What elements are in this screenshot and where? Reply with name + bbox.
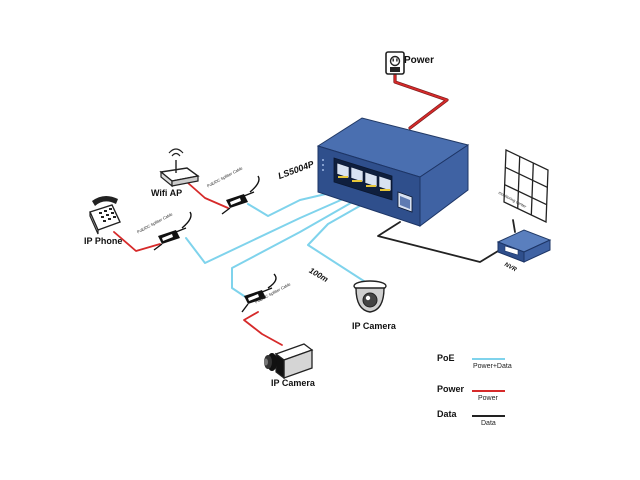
- monitor-wall: [503, 148, 549, 224]
- legend-data-sub: Data: [481, 420, 496, 427]
- legend-data-name: Data: [437, 409, 457, 419]
- splitter-box-camera: [241, 273, 277, 313]
- dome-camera-label: IP Camera: [352, 321, 396, 331]
- splitter-phone: [153, 211, 192, 251]
- power-cable-box-camera: [243, 311, 283, 346]
- legend-poe-sub: Power+Data: [473, 363, 512, 370]
- wifi-ap: [159, 148, 200, 188]
- power-outlet: [385, 51, 405, 75]
- data-cable-monitor: [512, 219, 516, 233]
- legend-lines: [472, 358, 505, 417]
- poe-cable-wifi: [247, 189, 344, 217]
- box-camera-label: IP Camera: [271, 378, 315, 388]
- ip-phone: [89, 195, 121, 235]
- legend-poe-name: PoE: [437, 353, 455, 363]
- poe-cable-phone: [185, 195, 351, 264]
- poe-switch: [316, 117, 470, 227]
- power-label: Power: [404, 55, 435, 66]
- legend-power-sub: Power: [478, 395, 498, 402]
- power-cable-wifi: [187, 182, 229, 209]
- cables: [113, 70, 516, 346]
- power-cable-phone: [113, 231, 161, 252]
- poe-cable-dome-camera: [307, 202, 371, 286]
- legend-power-name: Power: [437, 384, 465, 394]
- data-cable-nvr: [377, 221, 504, 263]
- splitter-wifi: [221, 175, 260, 215]
- wifi-ap-label: Wifi AP: [151, 188, 183, 198]
- nvr: [496, 229, 552, 263]
- poe-cable-box-camera: [231, 199, 357, 301]
- ip-phone-label: IP Phone: [84, 236, 123, 246]
- box-camera: [264, 343, 314, 380]
- dome-camera: [353, 280, 387, 313]
